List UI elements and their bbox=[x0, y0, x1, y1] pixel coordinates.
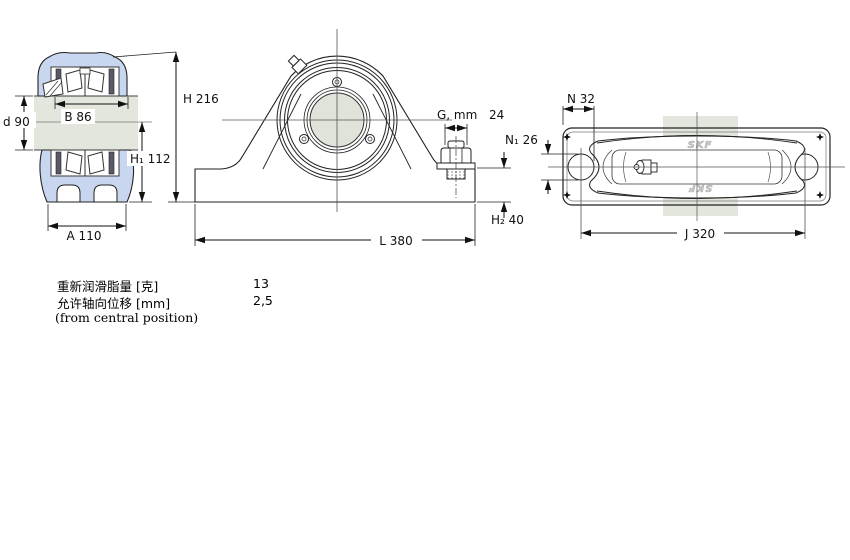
dimension-H1: H₁ 112 bbox=[127, 122, 171, 203]
roller-bar bbox=[55, 151, 62, 175]
dim-label-H2: H₂ 40 bbox=[491, 213, 524, 227]
roller bbox=[65, 151, 83, 175]
dim-label-d: d 90 bbox=[3, 115, 30, 129]
spec-row-regrease: 重新润滑脂量 [克] 13 bbox=[0, 276, 850, 294]
spec-row-axial-displacement: 允许轴向位移 [mm] 2,5 bbox=[0, 293, 850, 311]
dim-label-H1: H₁ 112 bbox=[130, 152, 171, 166]
skf-logo-top: SKF bbox=[688, 140, 713, 151]
housing-inner-slopes bbox=[262, 93, 412, 170]
dim-value-G: 24 bbox=[489, 108, 504, 122]
dimension-N1: N₁ 26 bbox=[505, 133, 578, 194]
lower-bearing-internals bbox=[50, 149, 120, 177]
roller bbox=[87, 69, 105, 93]
left-view: B 86 d 90 H₁ 112 A 110 bbox=[0, 51, 171, 243]
roller-bar bbox=[108, 151, 115, 175]
spec-note: (from central position) bbox=[55, 310, 199, 325]
corner-marks bbox=[563, 133, 824, 199]
dim-label-A: A 110 bbox=[67, 229, 102, 243]
dim-label-G: G, mm bbox=[437, 108, 477, 122]
dim-label-J: J 320 bbox=[684, 227, 715, 241]
dimension-H2: H₂ 40 bbox=[477, 152, 524, 227]
attachment-bolt bbox=[436, 136, 476, 198]
dim-label-B: B 86 bbox=[64, 110, 91, 124]
spec-label: 重新润滑脂量 [克] bbox=[57, 279, 159, 294]
grease-nipple-front bbox=[287, 54, 308, 75]
dimension-d: d 90 bbox=[0, 95, 36, 151]
front-view: H 216 G, mm 24 H₂ 40 L 380 bbox=[112, 29, 524, 248]
dimension-A: A 110 bbox=[47, 204, 127, 243]
roller-bar bbox=[108, 68, 115, 95]
baseplate-outline bbox=[562, 127, 831, 206]
foot-arch bbox=[56, 184, 81, 203]
dimension-B: B 86 bbox=[54, 97, 129, 124]
roller bbox=[87, 151, 105, 175]
dim-label-H: H 216 bbox=[183, 92, 219, 106]
dimension-N: N 32 bbox=[562, 92, 595, 161]
dimension-J: J 320 bbox=[581, 226, 805, 241]
dimension-G: G, mm 24 bbox=[437, 108, 504, 145]
top-view: SKF SKF N 32 N₁ 26 J 320 bbox=[505, 92, 845, 241]
foot-arch bbox=[93, 184, 118, 203]
spec-label: 允许轴向位移 [mm] bbox=[57, 296, 171, 311]
spec-value: 2,5 bbox=[253, 293, 273, 308]
dim-label-N: N 32 bbox=[567, 92, 595, 106]
upper-bearing-internals bbox=[42, 66, 120, 98]
dim-label-N1: N₁ 26 bbox=[505, 133, 538, 147]
skf-logo-bottom: SKF bbox=[688, 182, 713, 193]
dimension-H: H 216 bbox=[112, 51, 219, 203]
baseplate-inner-line bbox=[566, 131, 827, 202]
spec-value: 13 bbox=[253, 276, 269, 291]
roller bbox=[65, 69, 83, 93]
spec-row-note: (from central position) bbox=[0, 310, 850, 326]
dimension-L: L 380 bbox=[194, 204, 476, 248]
dim-label-L: L 380 bbox=[379, 234, 412, 248]
